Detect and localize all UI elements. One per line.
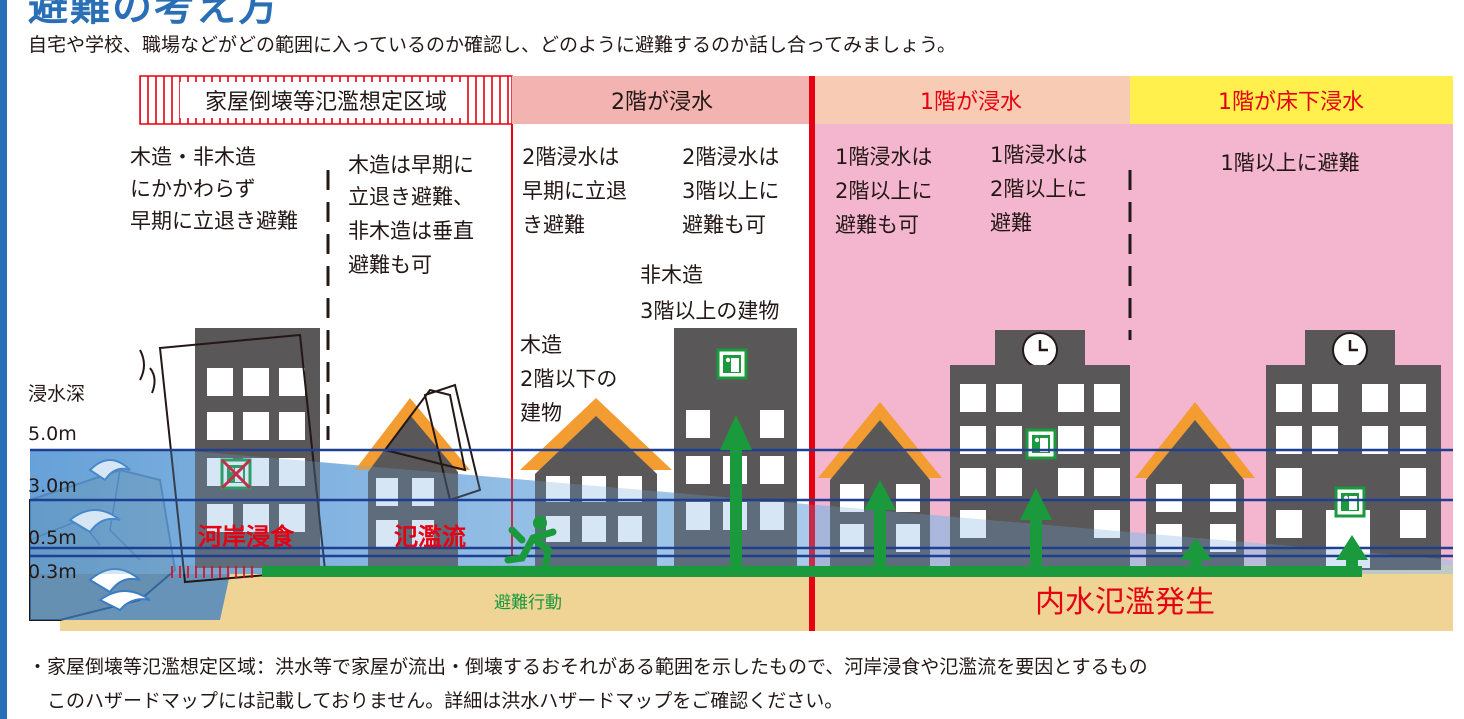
zone-label-floor1: 1階が浸水 — [920, 90, 1022, 115]
wooden-house — [520, 398, 672, 570]
svg-text:木造: 木造 — [520, 333, 562, 357]
zone-label-collapse: 家屋倒壊等氾濫想定区域 — [205, 90, 447, 115]
exit-icon — [1025, 428, 1057, 460]
label-nonwooden: 非木造 3階以上の建物 — [640, 263, 779, 323]
note-c7: 1階以上に避難 — [1220, 151, 1359, 175]
svg-text:避難: 避難 — [990, 211, 1032, 235]
svg-text:2階浸水は: 2階浸水は — [682, 145, 779, 169]
depth-level: 0.3m — [28, 561, 77, 583]
zone-header-underfloor — [1130, 76, 1453, 124]
inland-flood-label: 内水氾濫発生 — [1035, 585, 1215, 620]
depth-level: 0.5m — [28, 527, 77, 549]
svg-text:1階浸水は: 1階浸水は — [835, 145, 932, 169]
exit-icon — [716, 348, 748, 380]
erosion-marker — [170, 566, 258, 578]
note-c3: 2階浸水は 早期に立退 き避難 — [522, 145, 627, 237]
no-exit-icon — [220, 458, 252, 490]
svg-text:3階以上に: 3階以上に — [682, 179, 779, 203]
svg-text:き避難: き避難 — [522, 213, 585, 237]
svg-text:3階以上の建物: 3階以上の建物 — [640, 299, 779, 323]
zone-header-floor1 — [812, 76, 1130, 124]
zone-label-underfloor: 1階が床下浸水 — [1218, 90, 1364, 115]
evac-label: 避難行動 — [494, 593, 562, 613]
footnote-line: このハザードマップには記載しておりません。詳細は洪水ハザードマップをご確認くださ… — [28, 690, 844, 712]
note-c6: 1階浸水は 2階以上に 避難 — [990, 143, 1087, 235]
note-c2: 木造は早期に 立退き避難、 非木造は垂直 避難も可 — [348, 153, 474, 277]
svg-text:避難も可: 避難も可 — [348, 253, 432, 277]
hazard-flow: 氾濫流 — [394, 523, 466, 551]
depth-level: 5.0m — [28, 423, 77, 445]
depth-level: 3.0m — [28, 475, 77, 497]
zone-header-floor2 — [512, 76, 812, 124]
svg-text:早期に立退き避難: 早期に立退き避難 — [130, 209, 298, 233]
page-title: 避難の考え方 — [28, 0, 280, 30]
footnote-line: ・家屋倒壊等氾濫想定区域：洪水等で家屋が流出・倒壊するおそれがある範囲を示したも… — [28, 656, 1148, 678]
depth-title: 浸水深 — [28, 383, 85, 405]
svg-text:避難も可: 避難も可 — [682, 213, 766, 237]
left-accent-bar — [0, 0, 7, 719]
pink-house-2 — [1135, 402, 1255, 570]
svg-text:にかかわらず: にかかわらず — [130, 177, 256, 201]
collapsing-building — [139, 328, 327, 584]
note-c5: 1階浸水は 2階以上に 避難も可 — [835, 145, 932, 237]
svg-text:立退き避難、: 立退き避難、 — [348, 185, 474, 209]
svg-text:建物: 建物 — [520, 401, 562, 425]
svg-text:木造・非木造: 木造・非木造 — [130, 145, 256, 169]
svg-text:避難も可: 避難も可 — [835, 213, 919, 237]
svg-text:1階浸水は: 1階浸水は — [990, 143, 1087, 167]
zone-label-floor2: 2階が浸水 — [611, 90, 713, 115]
svg-text:2階以上に: 2階以上に — [835, 179, 932, 203]
note-c4: 2階浸水は 3階以上に 避難も可 — [682, 145, 779, 237]
svg-text:2階以下の: 2階以下の — [520, 367, 617, 391]
svg-text:2階浸水は: 2階浸水は — [522, 145, 619, 169]
intro-text: 自宅や学校、職場などがどの範囲に入っているのか確認し、どのように避難するのか話し… — [28, 34, 956, 56]
svg-text:木造は早期に: 木造は早期に — [348, 153, 474, 177]
exit-icon — [1334, 486, 1366, 518]
runner-icon — [504, 516, 557, 576]
label-wooden: 木造 2階以下の 建物 — [520, 333, 617, 425]
svg-text:早期に立退: 早期に立退 — [522, 179, 627, 203]
svg-text:非木造: 非木造 — [640, 263, 703, 287]
zone-header-collapse — [139, 75, 513, 125]
wave-icon — [68, 459, 151, 612]
hazard-erosion: 河岸浸食 — [198, 523, 295, 551]
svg-text:2階以上に: 2階以上に — [990, 177, 1087, 201]
evacuation-arrows — [262, 415, 1368, 577]
collapsing-house — [355, 383, 482, 568]
note-c1: 木造・非木造 にかかわらず 早期に立退き避難 — [130, 145, 298, 233]
svg-text:非木造は垂直: 非木造は垂直 — [348, 219, 474, 243]
